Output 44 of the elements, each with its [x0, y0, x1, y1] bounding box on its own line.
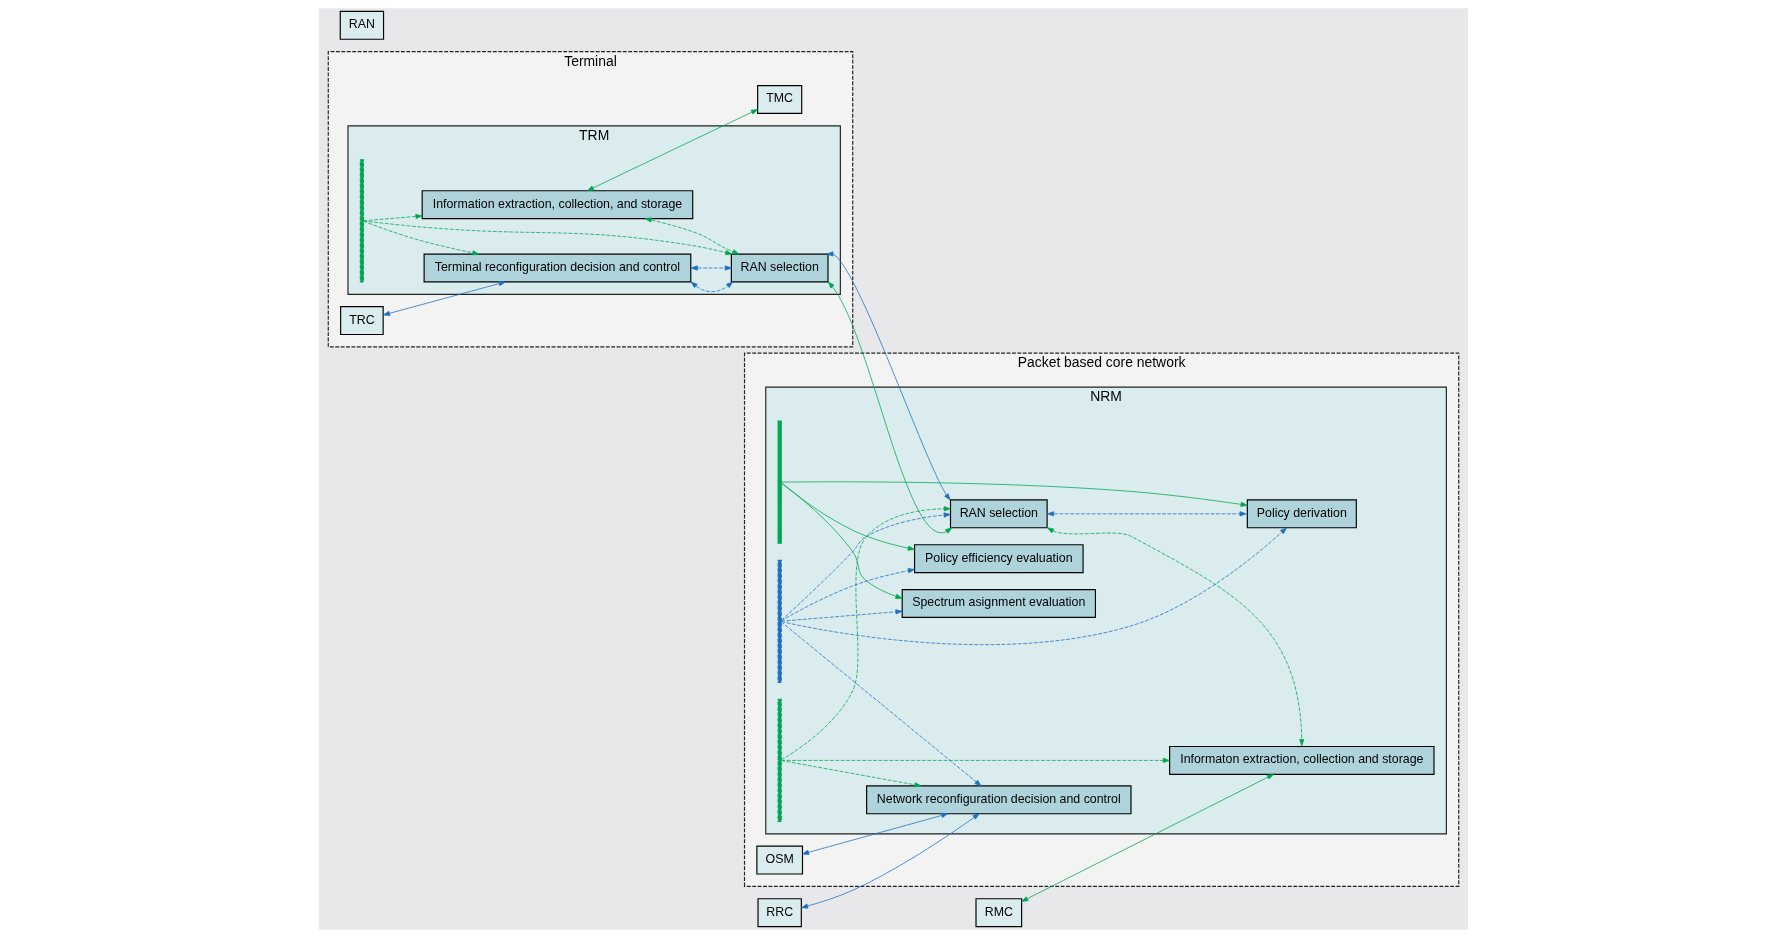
- arrow: [780, 482, 915, 551]
- arrow: [781, 506, 951, 761]
- node-bar: [777, 559, 782, 683]
- node-box: RMC: [975, 898, 1023, 928]
- node-box: TRC: [340, 306, 384, 336]
- node-box: Terminal reconfiguration decision and control: [423, 253, 692, 283]
- node-box: Information extraction, collection, and storage: [421, 190, 694, 220]
- node-box: OSM: [756, 845, 804, 875]
- node-box: RAN selection: [730, 253, 829, 283]
- arrow: [1047, 511, 1247, 517]
- arrow: [363, 220, 480, 256]
- arrow: [586, 109, 758, 192]
- node-box: Policy efficiency evaluation: [913, 544, 1084, 574]
- arrow: [363, 213, 423, 222]
- arrow: [826, 251, 951, 501]
- node-box: Spectrum asignment evaluation: [901, 589, 1096, 618]
- arrow: [690, 265, 732, 271]
- arrow: [802, 812, 949, 855]
- arrow: [781, 512, 951, 621]
- arrow: [780, 760, 922, 788]
- arrow: [780, 527, 1287, 646]
- node-box: RAN selection: [949, 499, 1048, 529]
- node-bar: [359, 159, 365, 283]
- node-box: RRC: [757, 898, 802, 928]
- node-bar: [777, 698, 782, 823]
- arrow: [383, 281, 506, 316]
- node-box: Informaton extraction, collection and storage: [1169, 745, 1435, 775]
- arrow: [780, 481, 1248, 507]
- arrow: [1021, 773, 1274, 902]
- node-box: RAN: [339, 10, 385, 40]
- node-box: Policy derivation: [1246, 499, 1357, 529]
- arrow: [1047, 527, 1305, 747]
- arrow: [780, 568, 915, 622]
- arrow: [644, 217, 740, 255]
- node-bar: [777, 420, 782, 544]
- arrow: [801, 813, 980, 909]
- arrow: [363, 220, 733, 256]
- arrow: [780, 621, 982, 787]
- arrow: [828, 281, 953, 534]
- arrow: [780, 757, 1170, 763]
- node-box: TMC: [757, 85, 803, 114]
- node-box: Network reconfiguration decision and control: [866, 785, 1132, 815]
- arrow: [690, 281, 733, 293]
- arrow: [780, 609, 903, 622]
